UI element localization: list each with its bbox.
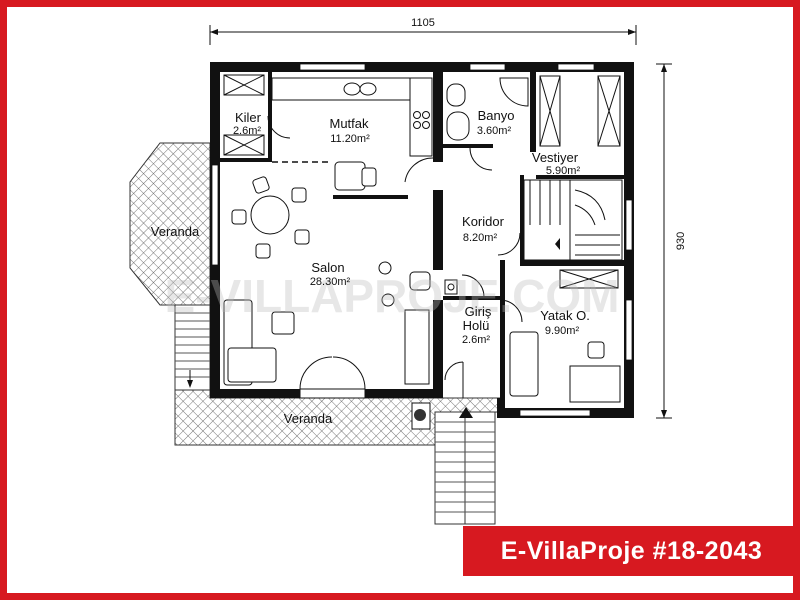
room-yatak-area: 9.90m² — [545, 325, 580, 337]
room-koridor-area: 8.20m² — [463, 232, 498, 244]
entry-fixtures — [444, 279, 458, 295]
room-mutfak: Mutfak 11.20m² — [329, 116, 370, 145]
room-giris: Giriş Holü 2.6m² — [462, 304, 492, 346]
room-giris-name-line2: Holü — [463, 318, 490, 333]
room-veranda-bottom-name: Veranda — [284, 411, 333, 426]
room-giris-area: 2.6m² — [462, 334, 490, 346]
dimension-top: 1105 — [209, 17, 637, 45]
dimension-width-label: 1105 — [411, 17, 435, 29]
pantry-shelves — [223, 74, 291, 156]
breakfast-table — [334, 161, 377, 191]
brand-title: E-VillaProje #18-2043 — [500, 537, 763, 565]
room-salon: Salon 28.30m² — [310, 260, 351, 288]
room-salon-area: 28.30m² — [310, 276, 351, 288]
bottom-stairs — [434, 407, 496, 525]
room-koridor-name: Koridor — [462, 214, 505, 229]
room-giris-name-line1: Giriş — [465, 304, 492, 319]
wardrobe-closets — [539, 75, 621, 147]
left-stairs — [174, 304, 211, 391]
room-vestiyer-area: 5.90m² — [546, 165, 581, 177]
salon-sofas — [223, 261, 431, 386]
room-kiler-area: 2.6m² — [233, 125, 261, 137]
room-mutfak-area: 11.20m² — [330, 133, 370, 145]
kitchen-counter — [271, 77, 433, 157]
internal-stair — [523, 179, 623, 261]
room-kiler: Kiler 2.6m² — [233, 110, 262, 137]
plant-pot — [411, 402, 431, 430]
room-yatak-name: Yatak O. — [540, 308, 590, 323]
dimension-height-label: 930 — [675, 232, 687, 250]
bathroom-fixtures — [446, 77, 529, 171]
windows — [211, 63, 633, 417]
dining-set — [231, 176, 310, 259]
room-vestiyer-name: Vestiyer — [532, 150, 579, 165]
room-salon-name: Salon — [311, 260, 344, 275]
salon-french-door — [299, 356, 366, 399]
room-kiler-name: Kiler — [235, 110, 262, 125]
room-banyo-name: Banyo — [478, 108, 515, 123]
room-mutfak-name: Mutfak — [329, 116, 369, 131]
interior-walls — [220, 72, 624, 400]
room-banyo-area: 3.60m² — [477, 125, 512, 137]
room-banyo: Banyo 3.60m² — [477, 108, 515, 137]
brand-badge — [463, 526, 800, 576]
watermark-text: E-VILLAPROJE.COM — [165, 270, 620, 322]
dimension-right: 930 — [656, 63, 687, 419]
room-koridor: Koridor 8.20m² — [462, 214, 505, 244]
bedroom-furniture — [509, 269, 621, 403]
room-vestiyer: Vestiyer 5.90m² — [532, 150, 581, 177]
room-yatak: Yatak O. 9.90m² — [540, 308, 590, 337]
door-swings — [404, 157, 523, 398]
room-veranda-left-name: Veranda — [151, 224, 200, 239]
